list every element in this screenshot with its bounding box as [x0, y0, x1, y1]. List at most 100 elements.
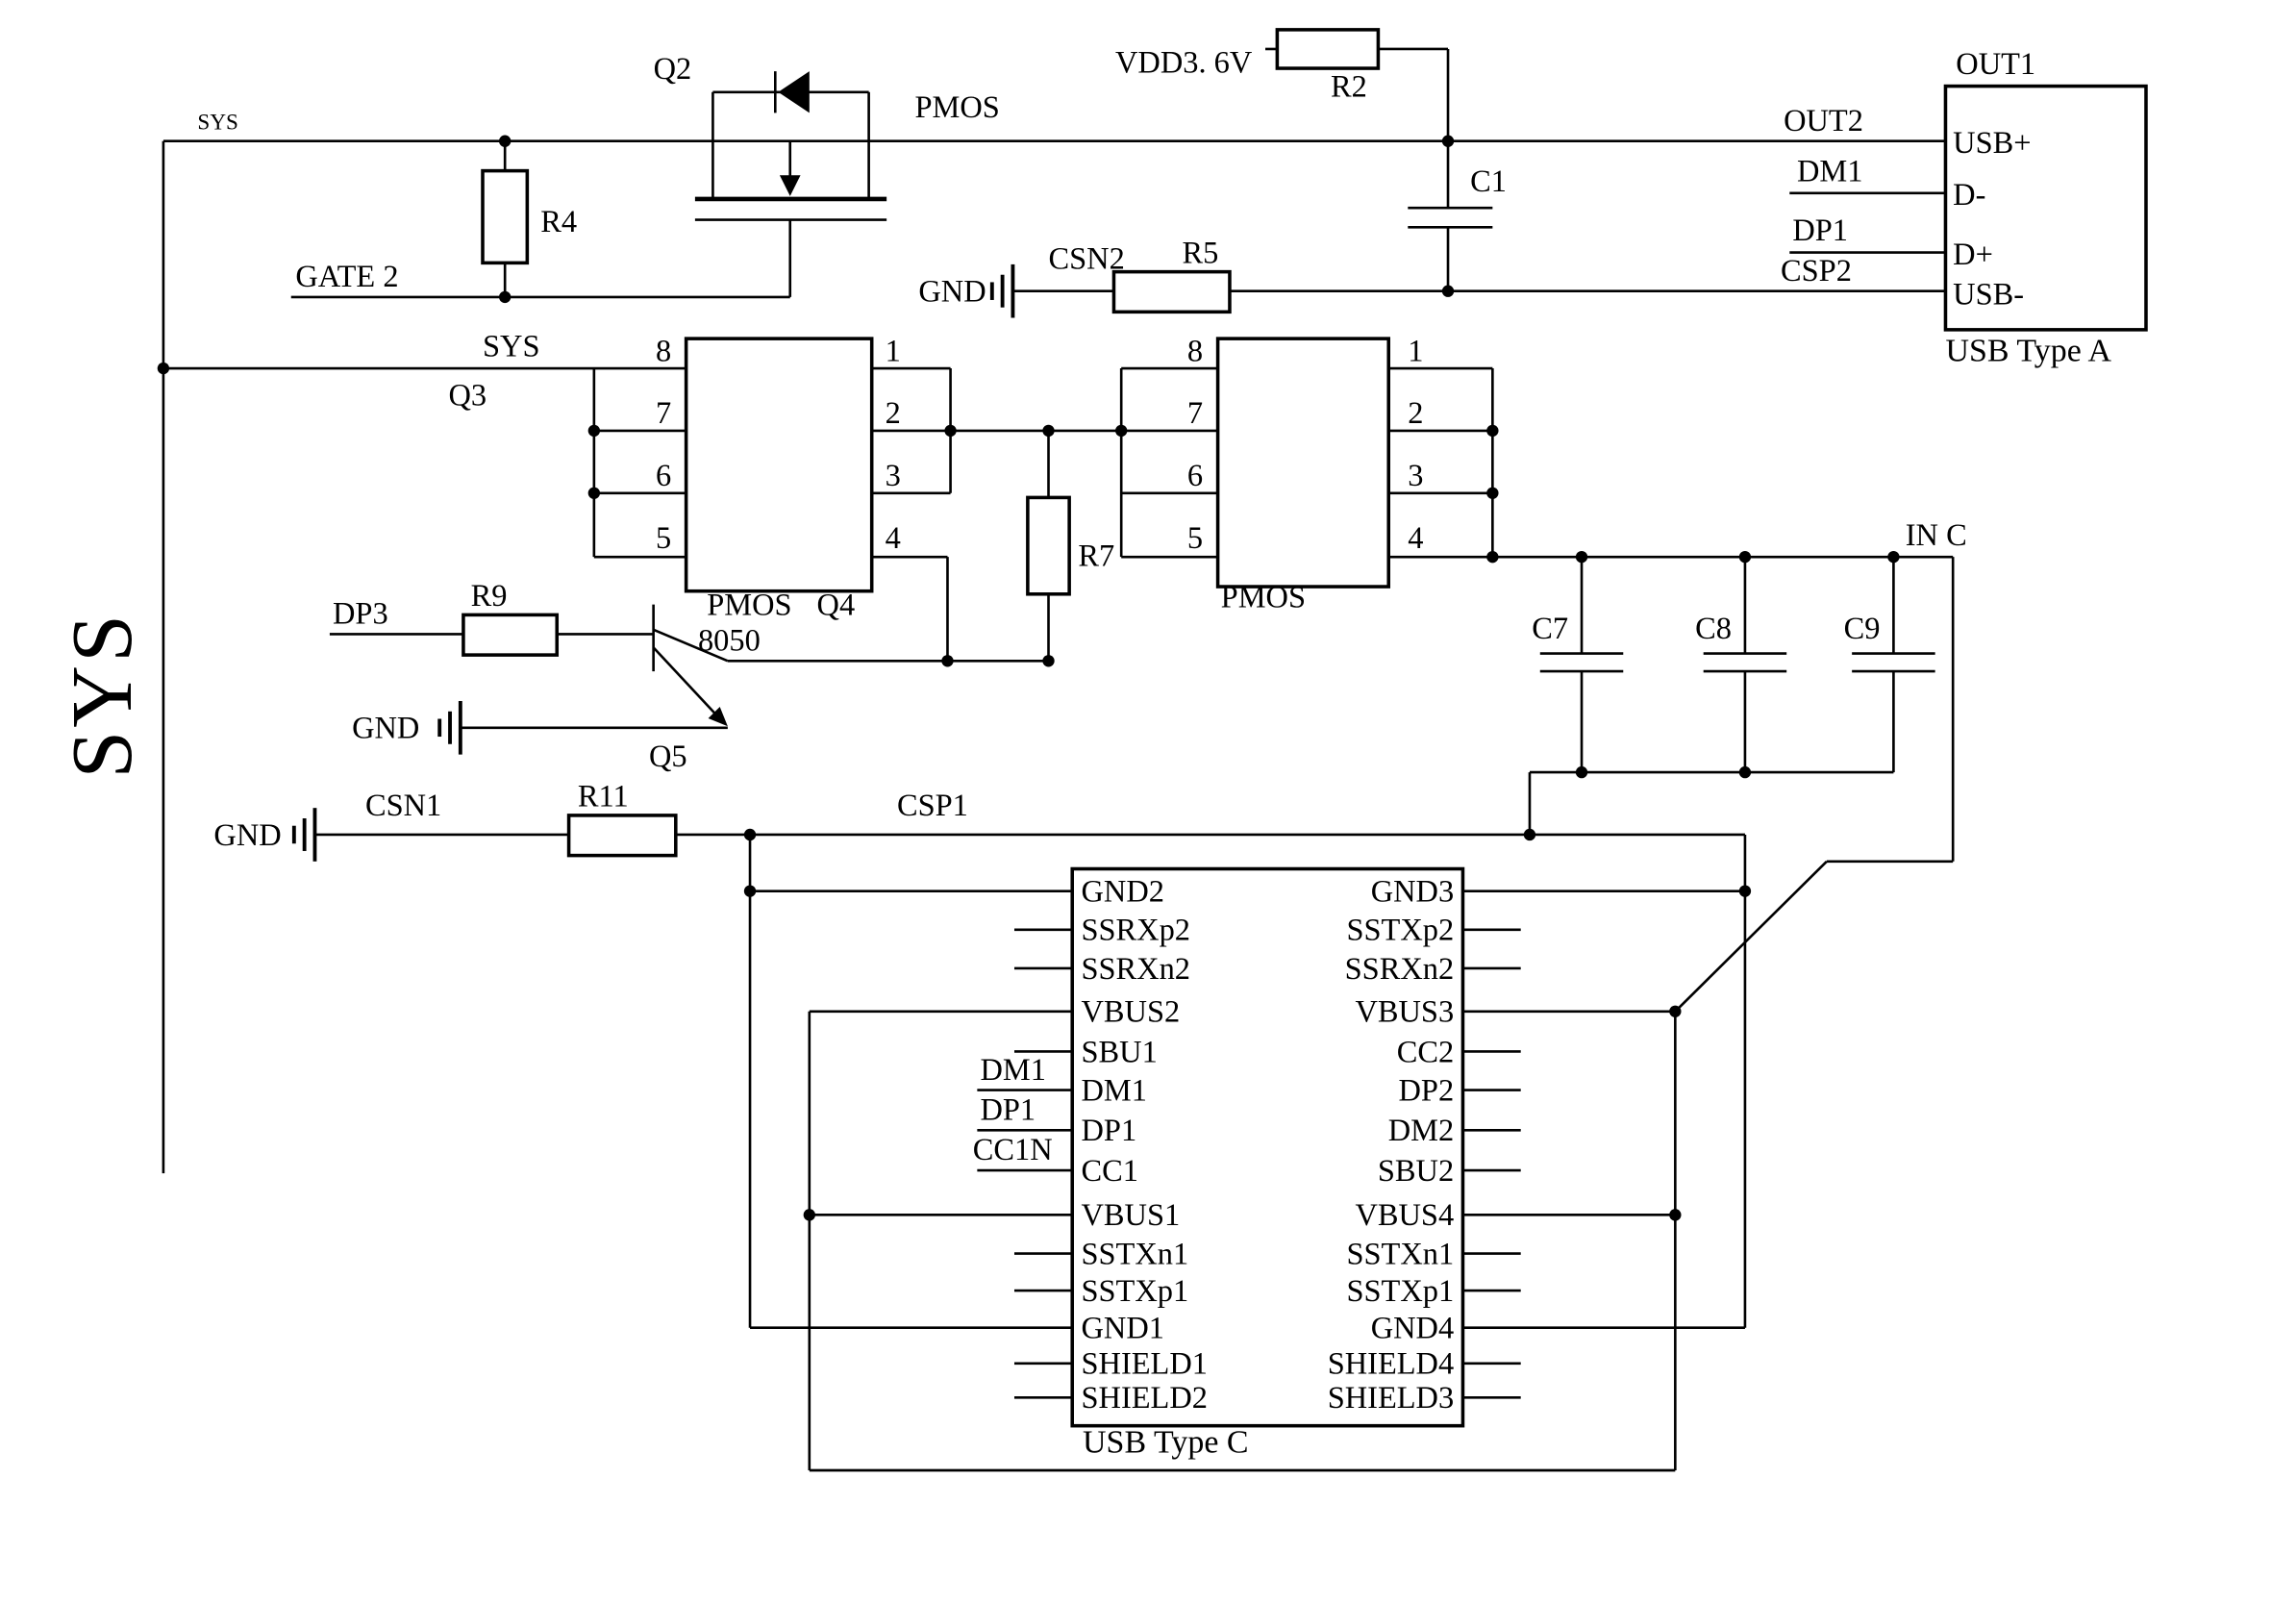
left-ic-type-label: PMOS [707, 588, 791, 622]
usb-a-title: USB Type A [1945, 333, 2111, 368]
usb-c-pin-label: VBUS1 [1081, 1198, 1180, 1233]
usb-c-pin-label: SSTXn1 [1346, 1237, 1454, 1271]
usb-c-pin-label: SHIELD4 [1328, 1347, 1454, 1382]
right-dual-pmos-ic [1215, 337, 1391, 589]
r4-resistor [481, 168, 530, 265]
vdd-label: VDD3. 6V [1115, 46, 1253, 81]
ic-pin-number: 6 [1187, 459, 1203, 493]
usb-c-pin-label: SSRXp2 [1081, 914, 1190, 948]
dp1-stub-label: DP1 [980, 1093, 1036, 1128]
sys-mid-label: SYS [483, 330, 539, 364]
usb-c-pin-label: DP2 [1399, 1073, 1455, 1108]
ic-pin-number: 2 [1408, 396, 1423, 431]
usb-c-pin-label: SSRXn2 [1081, 952, 1190, 987]
ic-pin-number: 1 [886, 334, 901, 368]
diode-icon [778, 71, 810, 113]
in-c-net-label: IN C [1906, 518, 1967, 553]
usb-c-pin-label: DM1 [1081, 1073, 1146, 1108]
r9-label: R9 [471, 579, 508, 614]
r7-label: R7 [1078, 539, 1114, 573]
r5-resistor [1111, 269, 1232, 314]
r4-label: R4 [540, 205, 577, 239]
ic-pin-number: 7 [1187, 396, 1203, 431]
usb-c-pin-label: SSTXp1 [1081, 1274, 1188, 1309]
wire-segments [162, 47, 1955, 1472]
c9-label: C9 [1844, 612, 1881, 646]
usb-type-c-connector [1070, 866, 1465, 1428]
c8-capacitor [1703, 557, 1787, 773]
ic-pin-number: 1 [1408, 334, 1423, 368]
usb-c-pin-label: SBU1 [1081, 1035, 1157, 1069]
ic-pin-number: 5 [656, 521, 671, 556]
right-ic-type-label: PMOS [1221, 581, 1306, 615]
usb-a-ref-label: OUT1 [1956, 47, 2035, 82]
r5-label: R5 [1183, 236, 1219, 270]
csn2-net-label: CSN2 [1049, 242, 1125, 277]
usb-c-pin-label: CC2 [1397, 1035, 1454, 1069]
labels: SYS SYS Q2 PMOS R4 GATE 2 VDD3. 6V R2 C1… [55, 46, 2112, 1461]
q5-npn-transistor [652, 604, 729, 727]
dp1-net-label: DP1 [1792, 213, 1848, 248]
usb-c-pin-label: SHIELD2 [1081, 1381, 1207, 1416]
usb-c-pin-label: DM2 [1388, 1114, 1454, 1148]
emitter-arrow-icon [708, 707, 728, 727]
c1-capacitor [1408, 140, 1493, 291]
ic-pin-number: 3 [1408, 459, 1423, 493]
ic-pin-number: 7 [656, 396, 671, 431]
c9-capacitor [1852, 557, 1935, 773]
usb-c-pin-label: SHIELD3 [1328, 1381, 1454, 1416]
csp2-net-label: CSP2 [1781, 254, 1852, 288]
q4-ref-label: Q4 [817, 588, 856, 622]
c8-label: C8 [1695, 612, 1732, 646]
usb-c-pin-label: SSTXp1 [1346, 1274, 1454, 1309]
gnd-label: GND [352, 712, 419, 746]
dm1-net-label: DM1 [1797, 154, 1862, 188]
usb-c-pin-label: VBUS4 [1355, 1198, 1454, 1233]
arrow-down-icon [779, 175, 801, 196]
ground-symbol-csn2 [989, 263, 1015, 318]
usb-a-pin-label: D- [1953, 178, 1985, 213]
q5-ref-label: Q5 [649, 739, 687, 774]
usb-c-pin-label: VBUS3 [1355, 995, 1454, 1030]
q2-type-label: PMOS [914, 90, 999, 125]
cc1n-stub-label: CC1N [973, 1133, 1053, 1167]
junction-dots [157, 135, 1900, 1221]
ic-pin-number: 3 [886, 459, 901, 493]
usb-c-pin-label: GND1 [1081, 1312, 1163, 1346]
usb-c-pin-label: SSTXn1 [1081, 1237, 1188, 1271]
c7-label: C7 [1532, 612, 1568, 646]
ic-pin-number: 4 [886, 521, 901, 556]
usb-c-pin-label: GND2 [1081, 874, 1163, 909]
dm1-stub-label: DM1 [980, 1053, 1045, 1088]
usb-c-pin-label: SSTXp2 [1346, 914, 1454, 948]
csn1-net-label: CSN1 [365, 789, 441, 823]
c1-label: C1 [1470, 164, 1507, 199]
sys-small-label: SYS [197, 110, 237, 135]
usb-c-pin-label: SBU2 [1378, 1154, 1454, 1189]
ic-pin-number: 4 [1408, 521, 1423, 556]
gate2-net-label: GATE 2 [295, 260, 398, 294]
sys-rail-label: SYS [55, 612, 150, 779]
ic-pin-number: 2 [886, 396, 901, 431]
ic-pin-number: 6 [656, 459, 671, 493]
usb-type-a-connector [1943, 84, 2148, 332]
usb-c-pin-label: CC1 [1081, 1154, 1137, 1189]
usb-c-pin-label: GND4 [1371, 1312, 1454, 1346]
csp1-net-label: CSP1 [897, 789, 968, 823]
usb-c-pin-label: SHIELD1 [1081, 1347, 1207, 1382]
gnd-label: GND [918, 275, 986, 310]
q2-ref-label: Q2 [654, 52, 692, 87]
ground-symbol-q5 [437, 700, 462, 755]
usb-c-pin-label: VBUS2 [1081, 995, 1180, 1030]
usb-c-title: USB Type C [1083, 1424, 1249, 1460]
ic-pin-number: 5 [1187, 521, 1203, 556]
usb-a-pin-label: USB+ [1953, 126, 2031, 161]
usb-c-pin-label: GND3 [1371, 874, 1454, 909]
out2-net-label: OUT2 [1784, 104, 1863, 138]
r7-resistor [1026, 495, 1071, 596]
r9-resistor [462, 613, 560, 657]
dp3-net-label: DP3 [333, 597, 388, 632]
r2-label: R2 [1331, 69, 1367, 104]
